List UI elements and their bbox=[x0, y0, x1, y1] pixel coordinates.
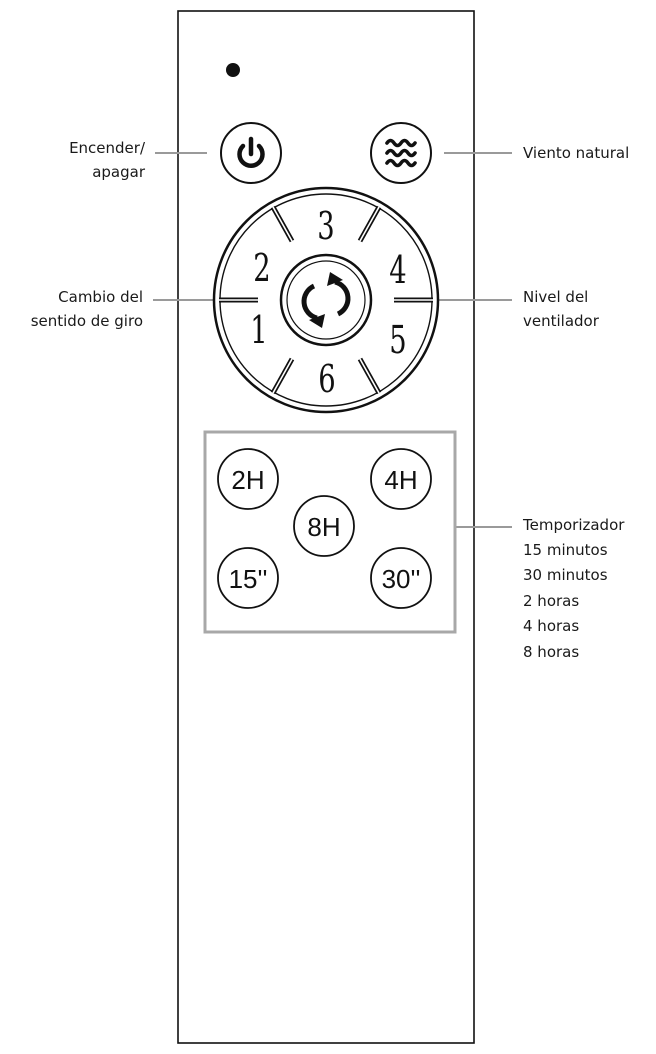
callout-timer: Temporizador 15 minutos 30 minutos 2 hor… bbox=[522, 516, 625, 661]
callout-reverse-line-1: Cambio del bbox=[58, 288, 143, 306]
timer-30min-label: 30'' bbox=[382, 564, 421, 594]
callout-reverse: Cambio del sentido de giro bbox=[31, 288, 143, 330]
callout-fan-level: Nivel del ventilador bbox=[523, 288, 600, 330]
callout-power-line-2: apagar bbox=[92, 163, 146, 181]
callout-timer-15min: 15 minutos bbox=[523, 541, 608, 559]
callout-timer-30min: 30 minutos bbox=[523, 566, 608, 584]
timer-button-15min[interactable]: 15'' bbox=[217, 547, 279, 609]
callout-timer-title: Temporizador bbox=[522, 516, 625, 534]
power-button[interactable] bbox=[220, 122, 282, 184]
callout-reverse-line-2: sentido de giro bbox=[31, 312, 143, 330]
timer-2h-label: 2H bbox=[231, 465, 264, 495]
power-icon bbox=[237, 136, 265, 168]
callout-timer-2h: 2 horas bbox=[523, 592, 579, 610]
timer-8h-label: 8H bbox=[307, 512, 340, 542]
timer-4h-label: 4H bbox=[384, 465, 417, 495]
led-indicator bbox=[226, 63, 240, 77]
speed-button-6[interactable]: 6 bbox=[318, 356, 335, 401]
callout-natural-wind-line-1: Viento natural bbox=[523, 144, 629, 162]
speed-button-1[interactable]: 1 bbox=[250, 307, 267, 352]
speed-button-4[interactable]: 4 bbox=[389, 247, 406, 292]
wind-waves-icon bbox=[385, 138, 417, 168]
callout-timer-8h: 8 horas bbox=[523, 643, 579, 661]
rotate-arrows-icon bbox=[301, 272, 351, 328]
callout-fan-level-line-1: Nivel del bbox=[523, 288, 588, 306]
speed-button-2[interactable]: 2 bbox=[253, 245, 270, 290]
speed-button-3[interactable]: 3 bbox=[317, 203, 334, 248]
callout-timer-4h: 4 horas bbox=[523, 617, 579, 635]
reverse-direction-button[interactable] bbox=[279, 253, 373, 347]
natural-wind-button[interactable] bbox=[370, 122, 432, 184]
timer-15min-label: 15'' bbox=[229, 564, 268, 594]
timer-button-8h[interactable]: 8H bbox=[293, 495, 355, 557]
callout-power: Encender/ apagar bbox=[69, 139, 146, 181]
callout-fan-level-line-2: ventilador bbox=[523, 312, 600, 330]
timer-button-2h[interactable]: 2H bbox=[217, 448, 279, 510]
speed-button-5[interactable]: 5 bbox=[389, 317, 406, 362]
callout-natural-wind: Viento natural bbox=[523, 144, 629, 162]
callout-power-line-1: Encender/ bbox=[69, 139, 146, 157]
timer-button-4h[interactable]: 4H bbox=[370, 448, 432, 510]
timer-button-30min[interactable]: 30'' bbox=[370, 547, 432, 609]
